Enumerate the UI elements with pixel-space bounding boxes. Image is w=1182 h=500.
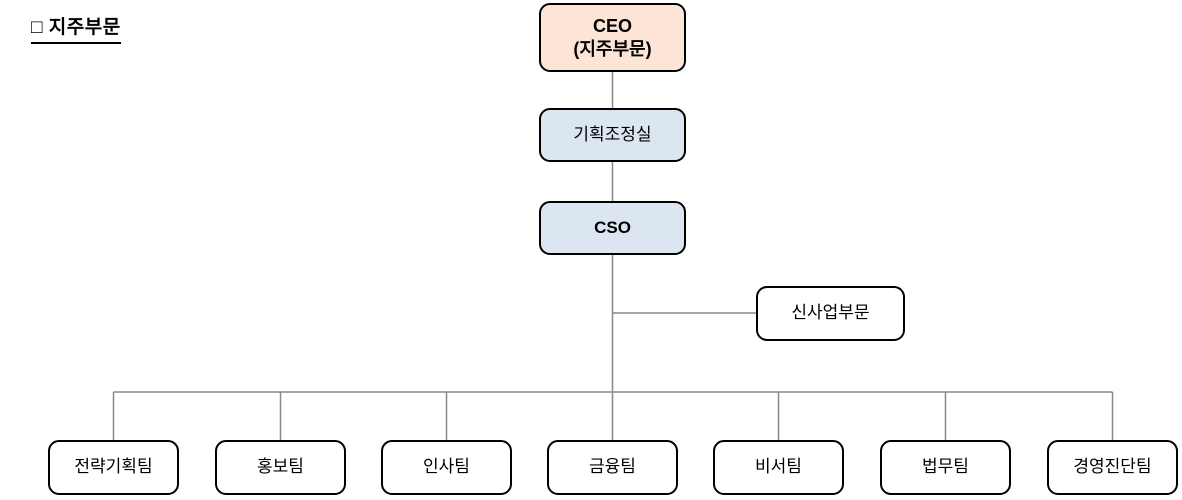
team-label: 전략기획팀 bbox=[74, 457, 153, 477]
node-strategic-planning-team: 전략기획팀 bbox=[48, 440, 179, 495]
team-label: 비서팀 bbox=[755, 457, 802, 477]
node-finance-team: 금융팀 bbox=[547, 440, 678, 495]
node-pr-team: 홍보팀 bbox=[215, 440, 346, 495]
ceo-label-line1: CEO bbox=[592, 16, 632, 36]
team-label: 법무팀 bbox=[922, 457, 969, 477]
node-hr-team: 인사팀 bbox=[381, 440, 512, 495]
planning-office-label: 기획조정실 bbox=[573, 124, 652, 144]
node-planning-office: 기획조정실 bbox=[539, 108, 686, 162]
node-ceo: CEO (지주부문) bbox=[539, 3, 686, 72]
node-cso: CSO bbox=[539, 201, 686, 255]
ceo-label-line2: (지주부문) bbox=[573, 38, 652, 59]
team-label: 경영진단팀 bbox=[1073, 457, 1152, 477]
section-title: □ 지주부문 bbox=[31, 12, 121, 44]
node-legal-team: 법무팀 bbox=[880, 440, 1011, 495]
cso-label: CSO bbox=[594, 217, 631, 237]
team-label: 홍보팀 bbox=[257, 457, 304, 477]
node-management-audit-team: 경영진단팀 bbox=[1047, 440, 1178, 495]
team-label: 금융팀 bbox=[589, 457, 636, 477]
node-new-business-division: 신사업부문 bbox=[756, 286, 905, 341]
team-label: 인사팀 bbox=[423, 457, 470, 477]
new-business-label: 신사업부문 bbox=[791, 303, 870, 323]
node-secretary-team: 비서팀 bbox=[713, 440, 844, 495]
